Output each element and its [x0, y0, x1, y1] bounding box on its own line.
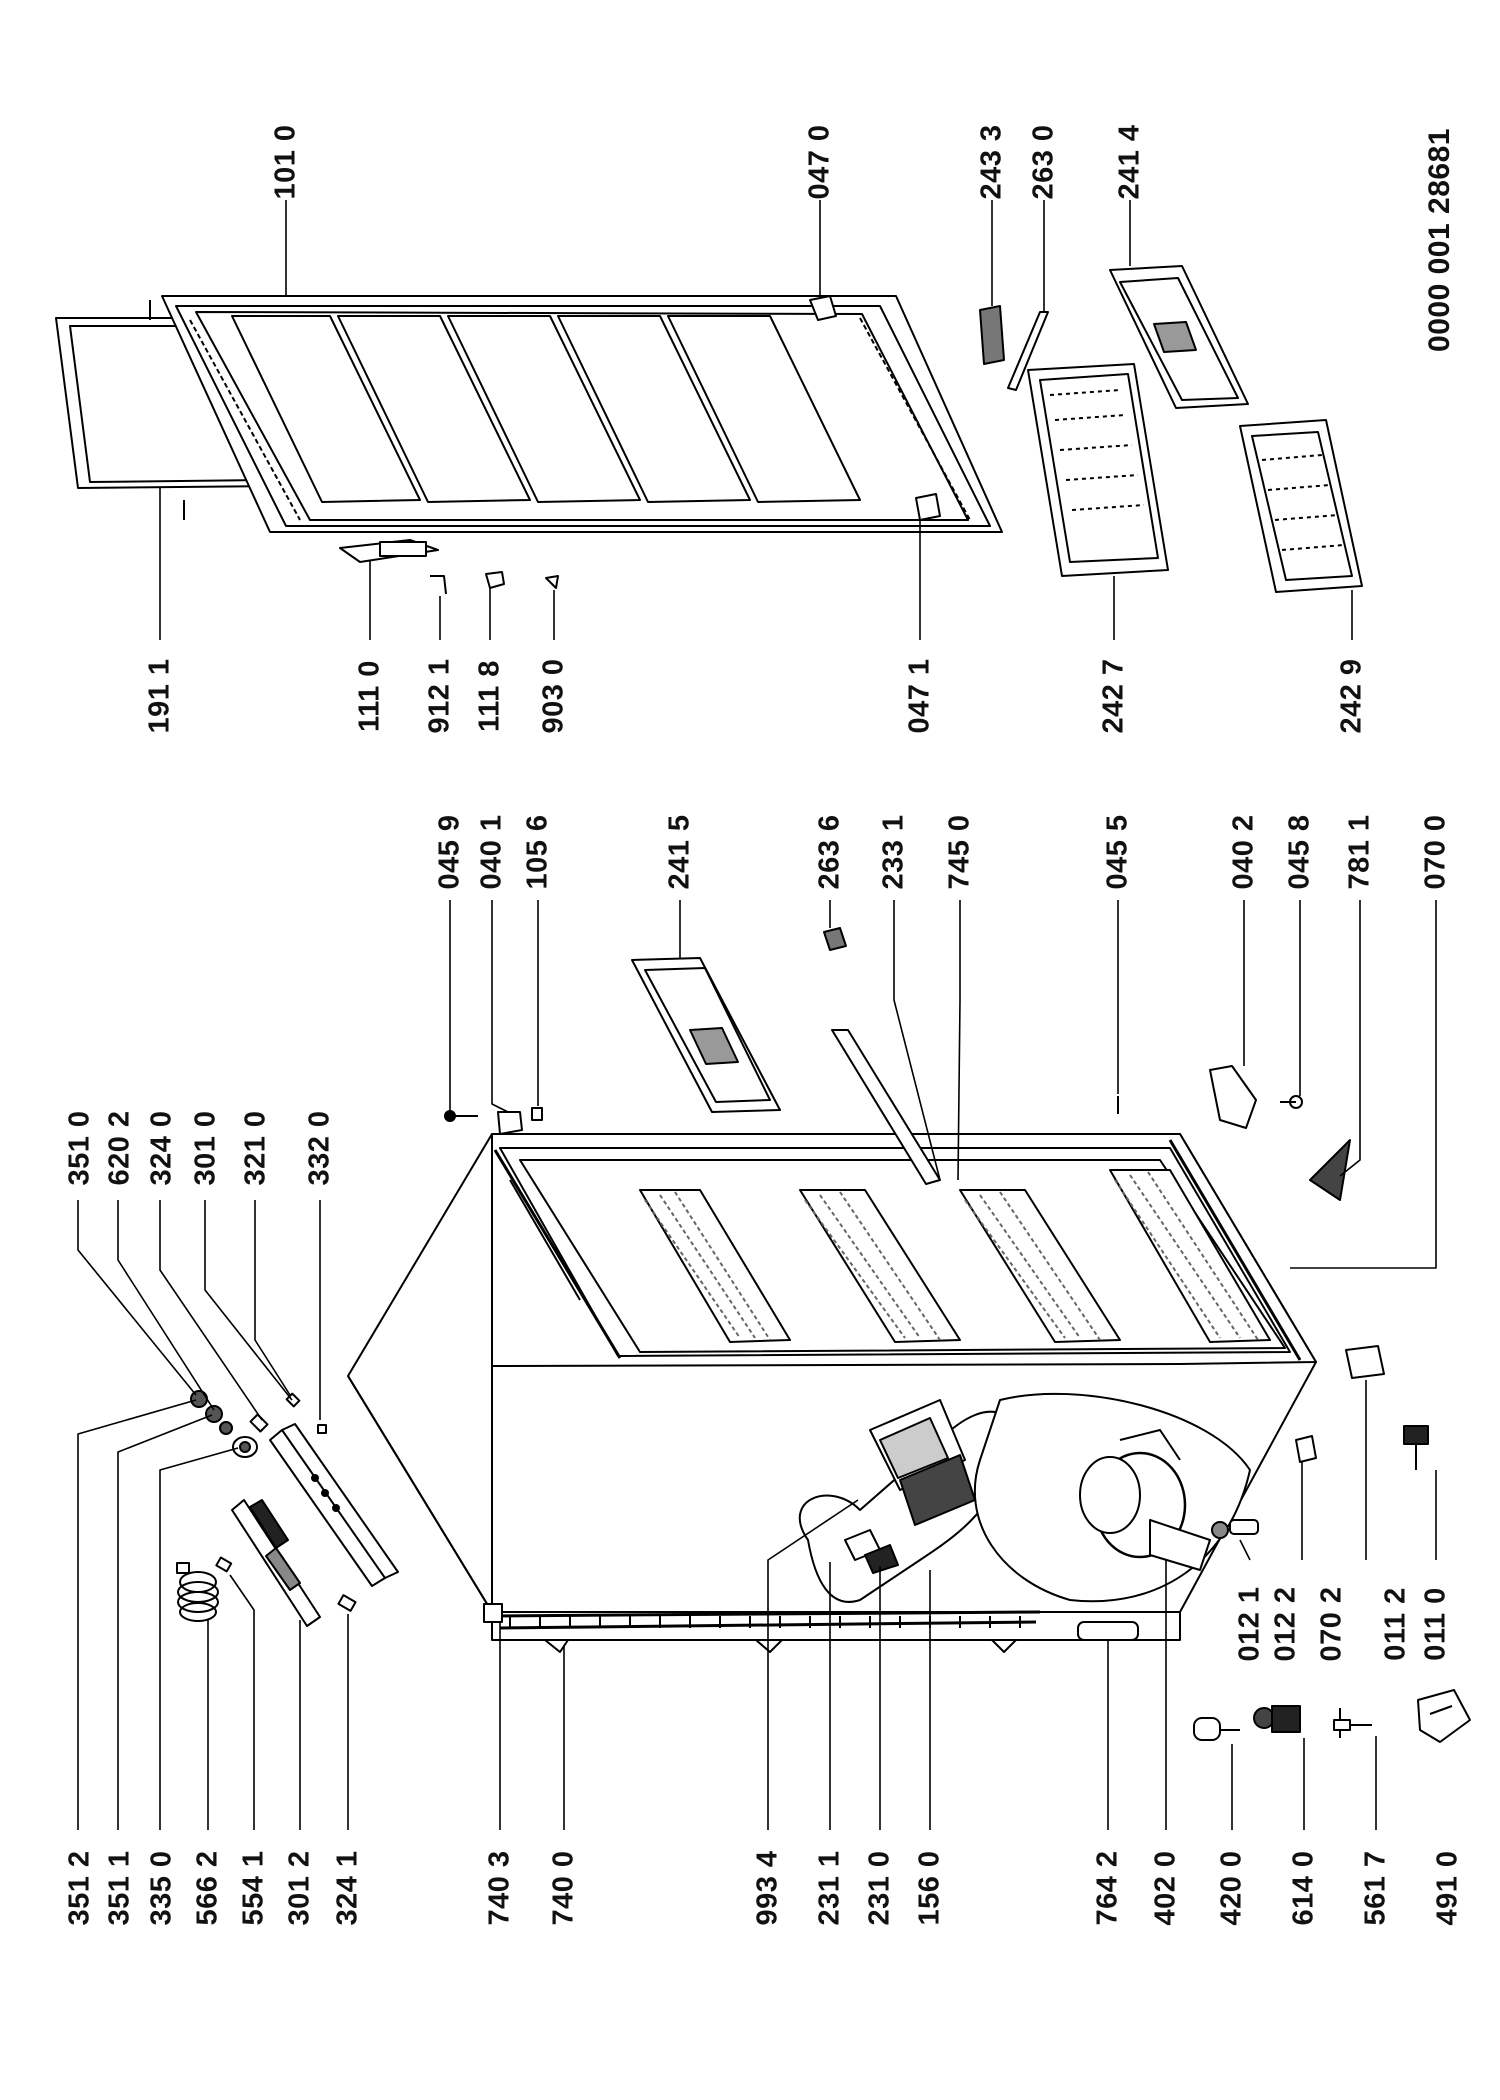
cabinet-lower	[484, 1604, 1180, 1652]
shelf-coil-1	[640, 1190, 790, 1342]
part-614-0	[1254, 1706, 1300, 1732]
control-box	[800, 1400, 1010, 1602]
control-panel-parts	[177, 1391, 398, 1626]
evaporator-shelves	[640, 1170, 1270, 1342]
cabinet-hardware	[445, 928, 1428, 1640]
part-420-0	[1194, 1718, 1240, 1740]
baskets	[980, 266, 1362, 592]
knob-stack	[191, 1391, 257, 1457]
shelf-coil-4	[1110, 1170, 1270, 1342]
control-strip-301-0	[270, 1424, 398, 1586]
compressor-detail	[975, 1394, 1250, 1601]
spring-566-2	[178, 1572, 218, 1621]
door-assembly	[56, 296, 1002, 594]
part-491-0	[1418, 1690, 1470, 1742]
shelf-coil-2	[800, 1190, 960, 1342]
thermostat-301-2	[232, 1500, 320, 1626]
leader-lines	[78, 200, 1436, 1830]
bottom-small-parts	[1194, 1690, 1470, 1742]
part-561-7	[1334, 1708, 1372, 1738]
shelf-coil-3	[960, 1190, 1120, 1342]
